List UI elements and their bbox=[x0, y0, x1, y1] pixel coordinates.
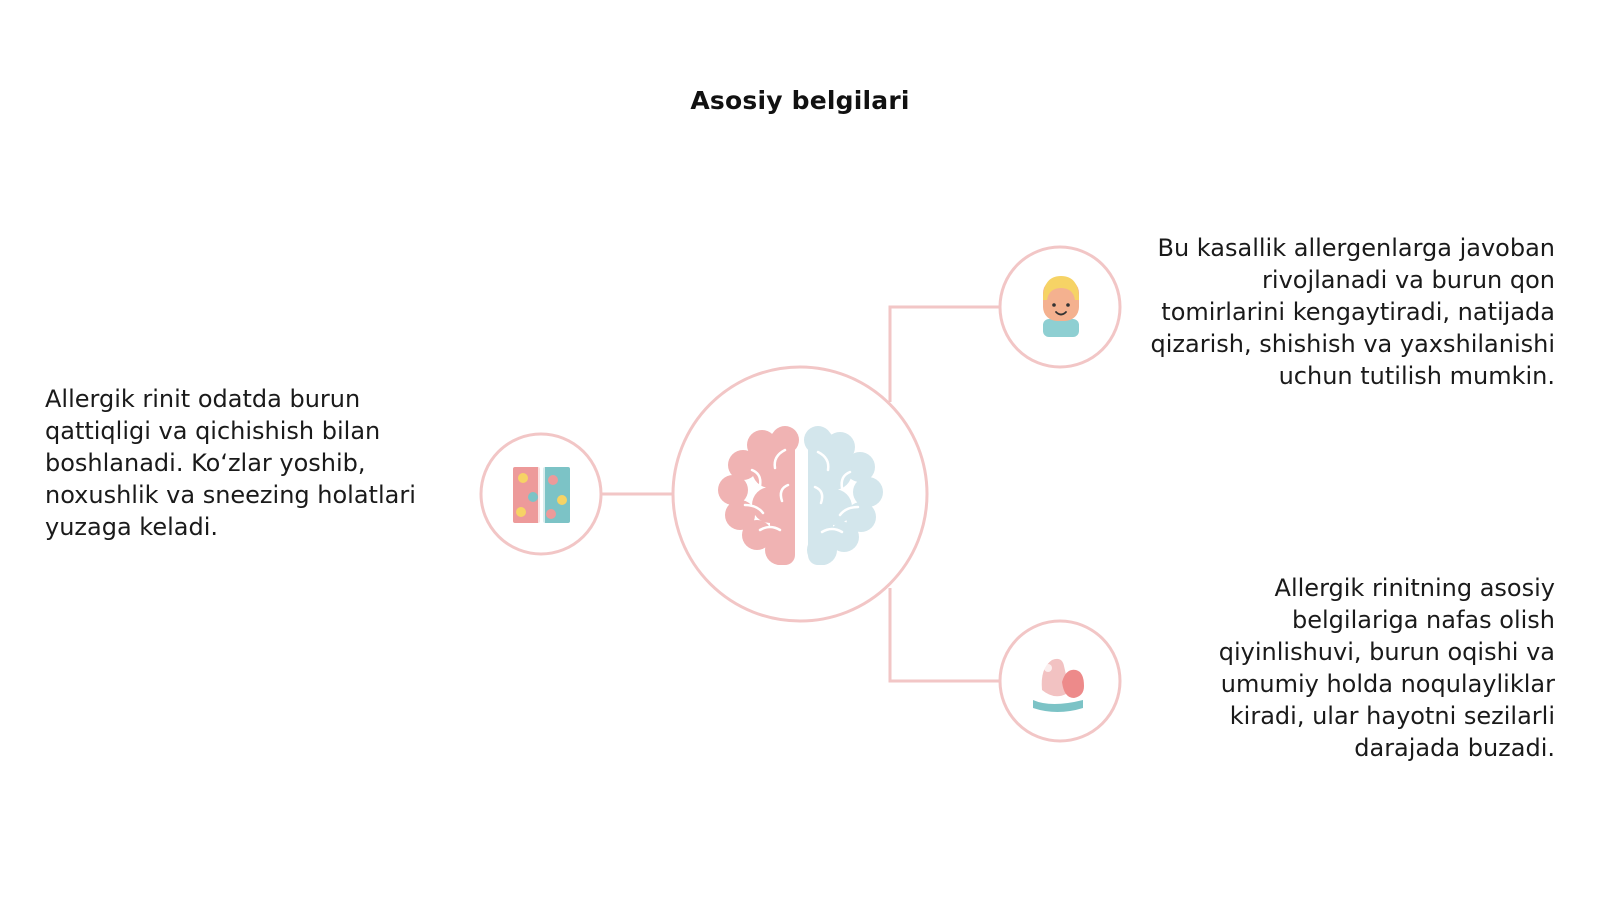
bottom-right-node bbox=[998, 619, 1122, 743]
lungs-icon bbox=[1033, 658, 1084, 712]
center-node bbox=[671, 365, 929, 623]
point-text-left: Allergik rinit odatda burun qattiqligi v… bbox=[45, 385, 416, 541]
connector-top-right bbox=[888, 305, 1000, 402]
left-node bbox=[479, 432, 603, 556]
top-right-node bbox=[998, 245, 1122, 369]
person-icon bbox=[1043, 276, 1079, 337]
point-text-bottom-right: Allergik rinitning asosiy belgilariga na… bbox=[1218, 574, 1555, 762]
connector-bottom-right bbox=[888, 588, 1000, 683]
brain-icon bbox=[718, 426, 883, 565]
connector-lines bbox=[602, 305, 1000, 683]
slide-title: Asosiy belgilari bbox=[690, 86, 910, 115]
point-text-top-right: Bu kasallik allergenlarga javoban rivojl… bbox=[1150, 234, 1556, 390]
tissue-box-icon bbox=[513, 467, 570, 523]
